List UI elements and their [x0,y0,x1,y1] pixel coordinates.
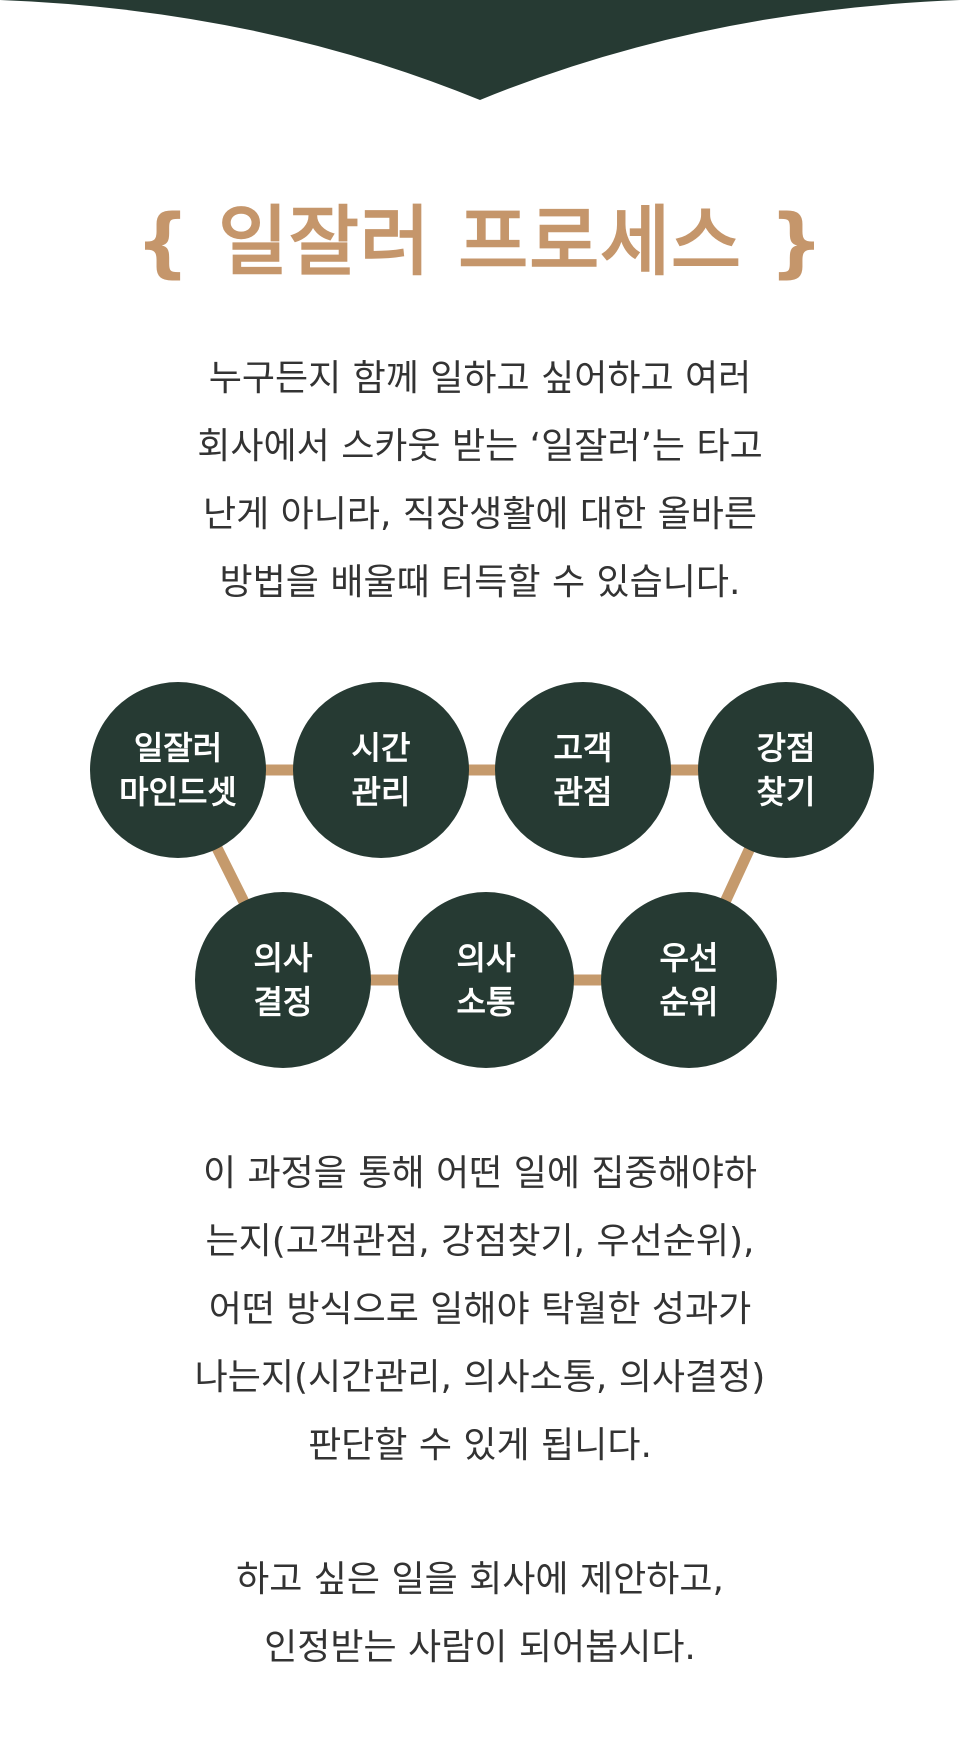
top-banner [0,0,960,100]
node-communication: 의사소통 [398,892,574,1068]
node-circle [698,682,874,858]
node-label: 우선 [660,939,719,977]
node-label: 관리 [352,773,411,811]
explanation-line: 는지(고객관점, 강점찾기, 우선순위), [205,1221,755,1262]
explanation-line: 이 과정을 통해 어떤 일에 집중해야하 [202,1153,758,1194]
node-circle [90,682,266,858]
node-circle [293,682,469,858]
node-priority: 우선순위 [601,892,777,1068]
node-label: 고객 [554,729,613,767]
closing-line: 하고 싶은 일을 회사에 제안하고, [236,1559,724,1600]
page-title: { 일잘러 프로세스 } [135,197,825,286]
node-customer: 고객관점 [495,682,671,858]
intro-line: 난게 아니라, 직장생활에 대한 올바른 [202,494,758,535]
node-strength: 강점찾기 [698,682,874,858]
node-label: 강점 [757,729,816,767]
explanation-paragraph: 이 과정을 통해 어떤 일에 집중해야하 는지(고객관점, 강점찾기, 우선순위… [0,1140,960,1480]
explanation-line: 판단할 수 있게 됩니다. [308,1425,652,1466]
intro-line: 회사에서 스카웃 받는 ‘일잘러’는 타고 [197,426,763,467]
explanation-line: 나는지(시간관리, 의사소통, 의사결정) [194,1357,766,1398]
closing-paragraph: 하고 싶은 일을 회사에 제안하고, 인정받는 사람이 되어봅시다. [0,1546,960,1682]
explanation-line: 어떤 방식으로 일해야 탁월한 성과가 [208,1289,752,1330]
node-label: 마인드셋 [119,773,237,811]
intro-line: 누구든지 함께 일하고 싶어하고 여러 [208,358,752,399]
node-label: 소통 [457,983,516,1021]
node-circle [495,682,671,858]
node-label: 의사 [254,939,313,977]
node-circle [601,892,777,1068]
closing-line: 인정받는 사람이 되어봅시다. [264,1627,696,1668]
intro-line: 방법을 배울때 터득할 수 있습니다. [219,562,741,603]
node-label: 찾기 [757,773,816,811]
node-decision: 의사결정 [195,892,371,1068]
intro-paragraph: 누구든지 함께 일하고 싶어하고 여러 회사에서 스카웃 받는 ‘일잘러’는 타… [0,345,960,617]
node-label: 의사 [457,939,516,977]
node-circle [398,892,574,1068]
node-label: 시간 [352,729,411,767]
node-label: 결정 [254,983,313,1021]
node-label: 순위 [660,983,719,1021]
node-label: 관점 [554,773,613,811]
banner-shape [0,0,960,100]
node-circle [195,892,371,1068]
node-label: 일잘러 [134,729,222,767]
node-time: 시간관리 [293,682,469,858]
